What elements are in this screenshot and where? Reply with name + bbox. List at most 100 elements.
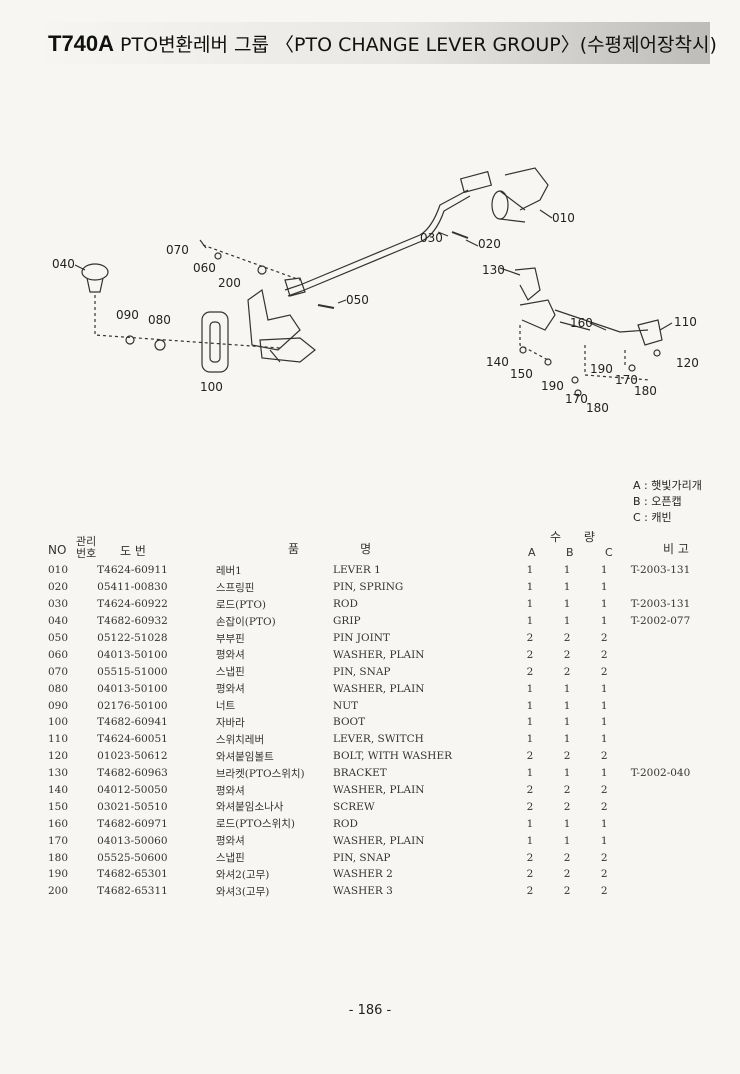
table-cell-b: 2 [563,750,571,763]
table-cell-no: 150 [48,800,69,813]
table-cell-a: 1 [526,733,534,746]
table-cell-kr: 손잡이(PTO) [215,615,276,628]
table-cell-c: 2 [600,784,608,797]
table-cell-kr: 와셔3(고무) [215,885,270,898]
table-cell-no: 190 [48,868,69,881]
table-cell-en: BRACKET [333,767,387,780]
table-cell-a: 2 [526,632,534,644]
table-cell-b: 1 [563,581,571,594]
table-cell-a: 1 [526,564,534,577]
table-cell-en: BOLT, WITH WASHER [333,750,453,763]
table-cell-kr: 평와셔 [215,649,245,662]
header-mgmt: 관리 번호 [76,535,97,560]
table-cell-c: 2 [600,750,608,763]
callout-label: 040 [52,257,75,271]
table-cell-c: 1 [600,834,608,847]
table-cell-rm [623,832,720,849]
table-cell-rm [623,815,720,832]
table-cell-pn: T4682-65301 [97,868,168,881]
table-cell-rm [623,866,720,883]
table-cell-b: 2 [563,632,571,644]
table-cell-no: 110 [48,733,69,746]
table-cell-a: 1 [526,598,534,611]
table-cell-en: PIN, SNAP [333,665,391,678]
table-cell-c: 1 [600,733,608,746]
title-text: PTO변환레버 그룹 〈PTO CHANGE LEVER GROUP〉(수평제어… [120,34,717,56]
table-cell-b: 2 [563,665,571,678]
table-cell-kr: 평와셔 [215,683,245,696]
table-cell-pn: 01023-50612 [97,750,168,763]
header-drawing: 도 번 [120,544,146,558]
table-cell-b: 1 [563,564,571,577]
header-remark: 비 고 [663,542,689,556]
table-cell-kr: 스프링핀 [215,581,255,594]
table-cell-c: 1 [600,682,608,695]
table-cell-c: 2 [600,632,608,644]
table-cell-no: 040 [48,615,69,628]
table-cell-b: 2 [563,885,571,898]
table-cell-a: 2 [526,885,534,898]
table-cell-pn: 04013-50100 [97,648,168,661]
table-cell-rm: T-2003-131 [630,564,691,577]
table-cell-b: 1 [563,767,571,780]
table-cell-rm [623,849,720,866]
table-cell-en: BOOT [333,716,366,729]
table-cell-b: 2 [563,800,571,813]
table-cell-a: 2 [526,750,534,763]
table-cell-b: 2 [563,648,571,661]
table-cell-c: 2 [600,851,608,864]
table-cell-pn: T4682-65311 [97,885,168,898]
table-cell-no: 070 [48,665,69,678]
header-no: NO [48,543,67,557]
table-cell-rm [623,646,720,663]
table-cell-b: 1 [563,682,571,695]
table-cell-c: 2 [600,868,608,881]
table-cell-rm [623,731,720,748]
table-cell-pn: 05122-51028 [97,632,168,644]
table-cell-no: 020 [48,581,69,594]
table-cell-b: 1 [563,598,571,611]
table-cell-pn: 05515-51000 [97,665,168,678]
table-cell-c: 1 [600,817,608,830]
table-cell-en: PIN, SNAP [333,851,391,864]
table-cell-kr: 스위치레버 [215,733,265,746]
table-cell-en: WASHER, PLAIN [333,682,425,695]
table-cell-a: 2 [526,784,534,797]
table-cell-rm: T-2002-077 [630,615,691,628]
table-cell-no: 060 [48,648,69,661]
callout-label: 090 [116,308,139,322]
header-qty-c: C [605,546,613,559]
table-cell-b: 1 [563,834,571,847]
table-cell-en: NUT [333,699,359,712]
callout-label: 130 [482,263,505,277]
table-cell-en: WASHER 3 [333,885,393,898]
callout-label: 010 [552,211,575,225]
table-cell-kr: 스냅핀 [215,666,245,679]
table-cell-a: 2 [526,851,534,864]
table-cell-en: WASHER, PLAIN [333,834,425,847]
page-number: - 186 - [348,1003,392,1018]
table-cell-kr: 와셔붙임볼트 [215,750,274,763]
table-cell-no: 050 [48,632,69,644]
table-cell-b: 1 [563,699,571,712]
legend-item: C : 캐빈 [633,511,672,524]
callout-label: 200 [218,276,241,290]
table-cell-no: 120 [48,750,69,763]
legend: A : 햇빛가리개 B : 오픈캡 C : 캐빈 [633,478,702,526]
table-cell-kr: 평와셔 [215,784,245,797]
table-cell-kr: 로드(PTO스위치) [215,818,295,831]
table-cell-pn: T4682-60932 [97,615,168,628]
